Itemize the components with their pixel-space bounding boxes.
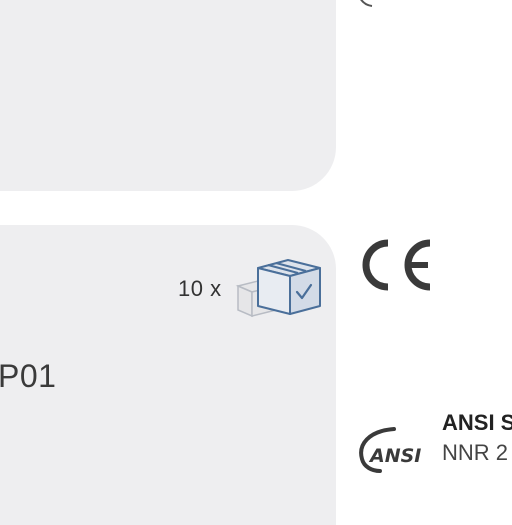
ce-mark-icon (362, 239, 431, 291)
ansi-standard-title: ANSI S (442, 410, 512, 435)
ansi-logo: ANSI (359, 427, 421, 473)
arc-fragment-icon (360, 0, 373, 7)
ansi-standard-subtitle: NNR 2 (442, 440, 509, 465)
svg-text:ANSI: ANSI (368, 445, 421, 467)
product-code: P01 (0, 358, 57, 394)
package-quantity: 10 x (178, 276, 222, 301)
top-info-panel (0, 0, 336, 191)
carton-box-icon (235, 259, 321, 318)
